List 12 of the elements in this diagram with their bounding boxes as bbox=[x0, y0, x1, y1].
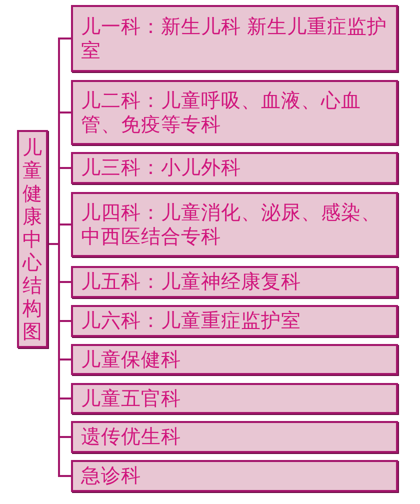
department-box: 儿六科：儿童重症监护室 bbox=[71, 305, 398, 337]
department-box: 儿二科：儿童呼吸、血液、心血管、免疫等专科 bbox=[71, 80, 398, 145]
department-box: 儿童五官科 bbox=[71, 383, 398, 414]
department-box: 儿三科：小儿外科 bbox=[71, 152, 398, 184]
department-box: 急诊科 bbox=[71, 460, 398, 492]
connector-line bbox=[48, 243, 71, 477]
department-box: 儿四科：儿童消化、泌尿、感染、中西医结合专科 bbox=[71, 192, 398, 257]
department-box: 儿一科：新生儿科 新生儿重症监护室 bbox=[71, 5, 398, 72]
department-box: 遗传优生科 bbox=[71, 421, 398, 453]
department-box: 儿五科：儿童神经康复科 bbox=[71, 266, 398, 298]
title-box: 儿童健康中心结构图 bbox=[17, 130, 48, 348]
department-box: 儿童保健科 bbox=[71, 344, 398, 375]
